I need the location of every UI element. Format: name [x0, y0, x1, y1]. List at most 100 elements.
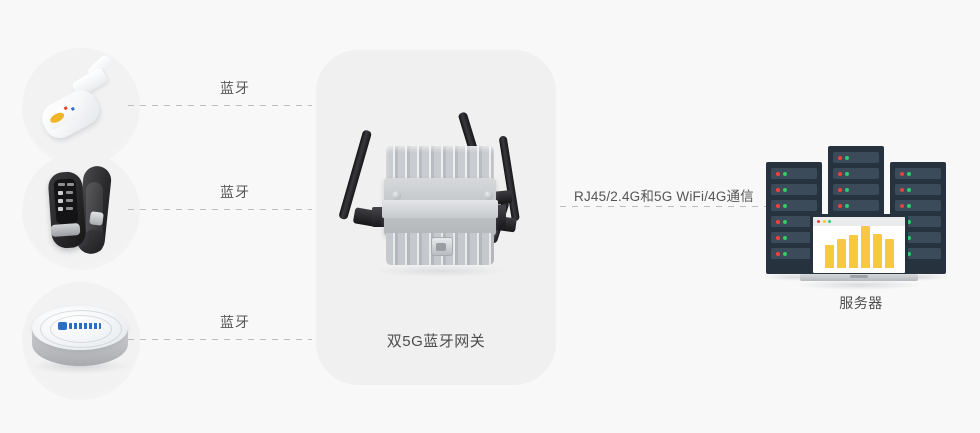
band-screen-row	[66, 199, 73, 202]
device-circle-backdrop	[22, 152, 140, 270]
server-label: 服务器	[839, 295, 883, 311]
led-green	[845, 203, 849, 208]
dashed-link-uplink	[560, 206, 766, 207]
device-circle-backdrop	[22, 282, 140, 400]
dashed-link-3	[128, 339, 312, 340]
chassis-screw-left	[392, 191, 401, 200]
bar-chart	[813, 226, 905, 273]
band-screen-row	[66, 191, 73, 194]
led-green	[845, 171, 849, 176]
led-green	[783, 219, 787, 224]
led-green	[783, 171, 787, 176]
gateway-shadow	[376, 265, 504, 277]
led-red	[838, 187, 842, 192]
beacon-brand-logo	[58, 322, 102, 330]
heatsink-fins-top	[386, 146, 494, 180]
rack-slot	[833, 152, 879, 163]
dashed-link-1	[128, 105, 312, 106]
gateway-latch-inner	[436, 243, 446, 251]
link-label-bluetooth-2: 蓝牙	[220, 184, 250, 200]
link-label-bluetooth-3: 蓝牙	[220, 314, 250, 330]
bar-3	[848, 235, 858, 268]
beacon-logo-wordmark	[69, 323, 101, 329]
led-green	[783, 251, 787, 256]
laptop-lid	[810, 214, 908, 276]
laptop-screen	[813, 217, 905, 273]
uplink-label: RJ45/2.4G和5G WiFi/4G通信	[574, 189, 754, 204]
band-metal-trim	[50, 223, 81, 237]
rack-slot	[771, 184, 817, 195]
rack-slot	[771, 248, 817, 259]
led-red	[776, 251, 780, 256]
antenna-upper-left	[338, 129, 373, 221]
device-row-bluetooth-beacon: 蓝牙	[0, 282, 320, 402]
led-red	[776, 203, 780, 208]
laptop-trackpad-notch	[850, 275, 868, 278]
led-red	[776, 187, 780, 192]
led-red	[900, 171, 904, 176]
led-green	[783, 203, 787, 208]
band-screen-row	[67, 183, 74, 186]
led-green	[845, 187, 849, 192]
led-green	[907, 187, 911, 192]
band-buckle	[89, 211, 104, 226]
link-label-bluetooth-1: 蓝牙	[220, 80, 250, 96]
led-green	[907, 171, 911, 176]
bluetooth-wristband-icon	[34, 160, 130, 264]
laptop-shadow	[794, 280, 924, 290]
led-red	[900, 187, 904, 192]
led-green	[783, 235, 787, 240]
beacon-logo-mark	[58, 322, 67, 330]
device-circle-backdrop	[22, 48, 140, 166]
bar-2	[836, 238, 846, 268]
server-farm-icon	[762, 140, 956, 300]
rack-slot	[895, 168, 941, 179]
led-red	[776, 219, 780, 224]
band-screen-icon	[58, 191, 63, 195]
led-red	[776, 235, 780, 240]
gateway-faceplate	[382, 200, 498, 218]
bar-1	[824, 244, 834, 268]
chassis-screw-right	[484, 191, 493, 200]
window-minimize-dot-icon	[822, 220, 826, 223]
band-screen-icon	[58, 199, 63, 203]
bar-5	[872, 233, 882, 268]
rack-slot	[833, 200, 879, 211]
led-red	[900, 203, 904, 208]
bluetooth-beacon-icon	[30, 304, 134, 378]
window-close-dot-icon	[817, 220, 820, 223]
led-green	[845, 155, 849, 160]
band-screen-icon	[58, 207, 63, 211]
rack-slot	[895, 184, 941, 195]
rack-slot	[771, 168, 817, 179]
dashed-link-2	[128, 209, 312, 210]
rack-slot	[771, 200, 817, 211]
led-green	[907, 251, 911, 256]
rack-slot	[771, 216, 817, 227]
window-titlebar	[813, 217, 905, 226]
led-red	[776, 171, 780, 176]
rack-slot	[833, 184, 879, 195]
gateway-label: 双5G蓝牙网关	[386, 333, 486, 350]
band-screen-row	[66, 207, 73, 210]
laptop-icon	[794, 214, 924, 290]
device-row-bluetooth-wristband: 蓝牙	[0, 152, 320, 272]
led-green	[907, 235, 911, 240]
led-red	[838, 203, 842, 208]
band-screen-row	[58, 183, 65, 186]
gateway-device-icon	[336, 105, 541, 300]
beacon-ring-inner	[50, 315, 112, 343]
rack-slot	[833, 168, 879, 179]
window-maximize-dot-icon	[828, 220, 831, 223]
bar-4	[860, 226, 870, 268]
led-green	[783, 187, 787, 192]
beacon-ring-outer	[40, 310, 122, 348]
device-row-bluetooth-usb-tag: 蓝牙	[0, 48, 320, 168]
rack-slot	[895, 200, 941, 211]
led-green	[907, 219, 911, 224]
rack-slot	[771, 232, 817, 243]
led-red	[838, 171, 842, 176]
bar-6	[884, 239, 894, 268]
led-green	[907, 203, 911, 208]
